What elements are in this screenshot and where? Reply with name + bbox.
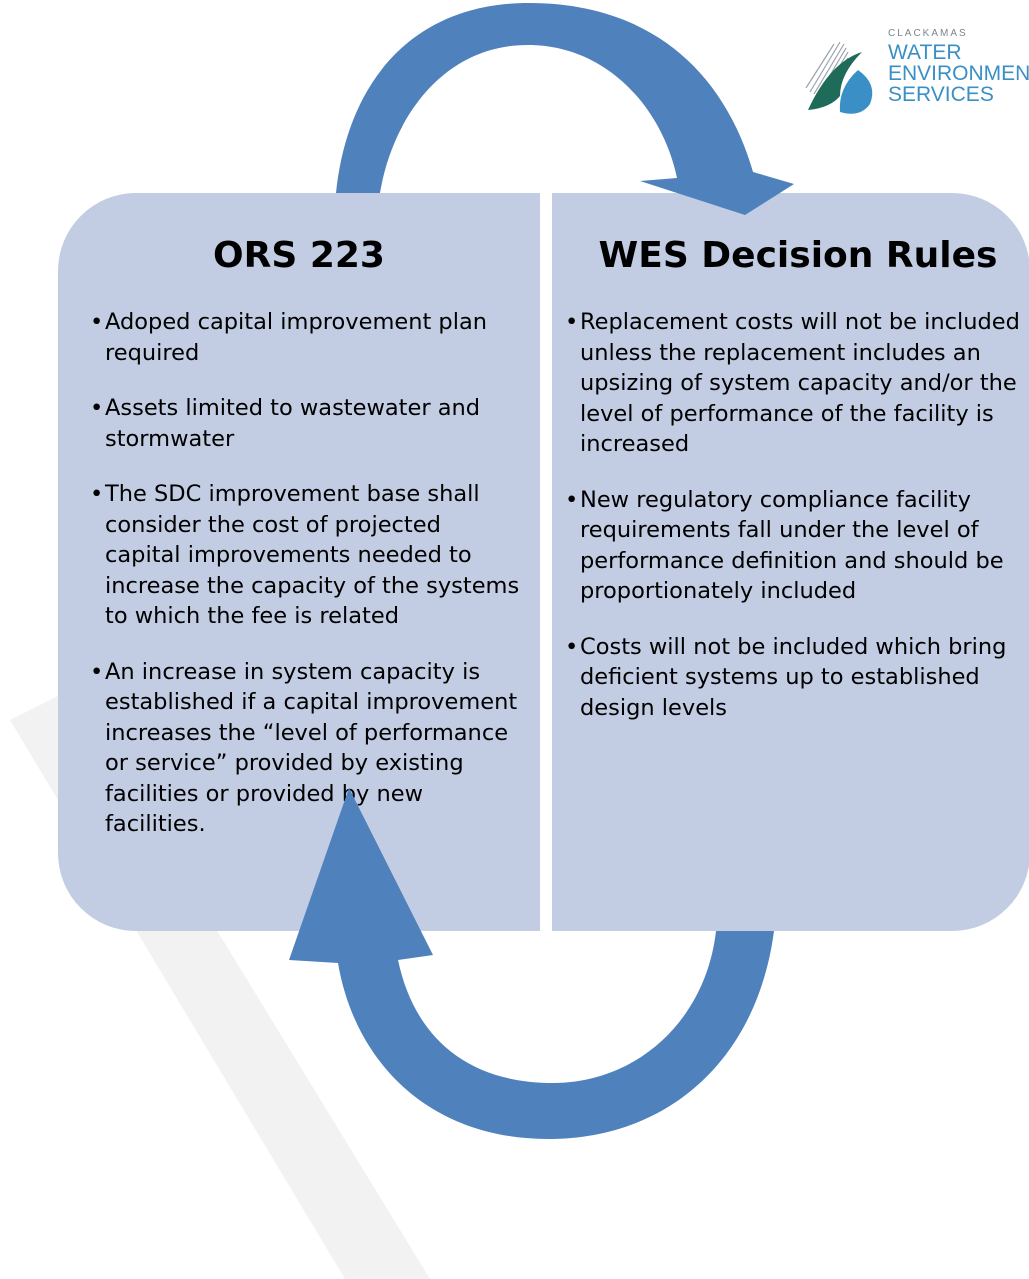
bullet: • (565, 486, 579, 513)
bullet: • (565, 633, 579, 660)
logo-line-water: WATER (888, 41, 962, 64)
list-item-text: Replacement costs will not be included u… (580, 309, 1020, 457)
logo-mark-icon (805, 41, 873, 114)
list-item-text: An increase in system capacity is establ… (105, 658, 518, 838)
ors-223-title: ORS 223 (213, 235, 385, 276)
logo-top-text: CLACKAMAS (888, 28, 968, 39)
ors-223-list: •Adoped capital improvement plan require… (90, 307, 520, 865)
logo-line-services: SERVICES (888, 83, 994, 106)
list-item: •New regulatory compliance facility requ… (565, 485, 1022, 607)
panel-divider (540, 193, 552, 931)
list-item-text: Adoped capital improvement plan required (105, 309, 488, 366)
list-item: •An increase in system capacity is estab… (90, 657, 520, 840)
list-item-text: Costs will not be included which bring d… (580, 633, 1007, 721)
list-item: •Costs will not be included which bring … (565, 632, 1022, 724)
wes-decision-rules-title: WES Decision Rules (598, 235, 998, 276)
bullet: • (565, 309, 579, 335)
list-item: •The SDC improvement base shall consider… (90, 479, 520, 632)
ors-223-panel: ORS 223 •Adoped capital improvement plan… (58, 193, 540, 931)
bullet: • (90, 309, 104, 335)
bullet: • (90, 395, 104, 421)
bullet: • (90, 658, 104, 685)
list-item: •Assets limited to wastewater and stormw… (90, 393, 520, 454)
wes-logo: CLACKAMAS WATER ENVIRONMENT SERVICES (800, 22, 1029, 124)
list-item: •Replacement costs will not be included … (565, 307, 1022, 460)
list-item-text: Assets limited to wastewater and stormwa… (105, 395, 481, 452)
list-item-text: New regulatory compliance facility requi… (580, 486, 1004, 605)
list-item: •Adoped capital improvement plan require… (90, 307, 520, 368)
logo-line-environment: ENVIRONMENT (888, 62, 1029, 85)
wes-decision-rules-panel: WES Decision Rules •Replacement costs wi… (552, 193, 1029, 931)
list-item-text: The SDC improvement base shall consider … (105, 481, 520, 629)
wes-decision-rules-list: •Replacement costs will not be included … (565, 307, 1022, 748)
bullet: • (90, 481, 104, 507)
